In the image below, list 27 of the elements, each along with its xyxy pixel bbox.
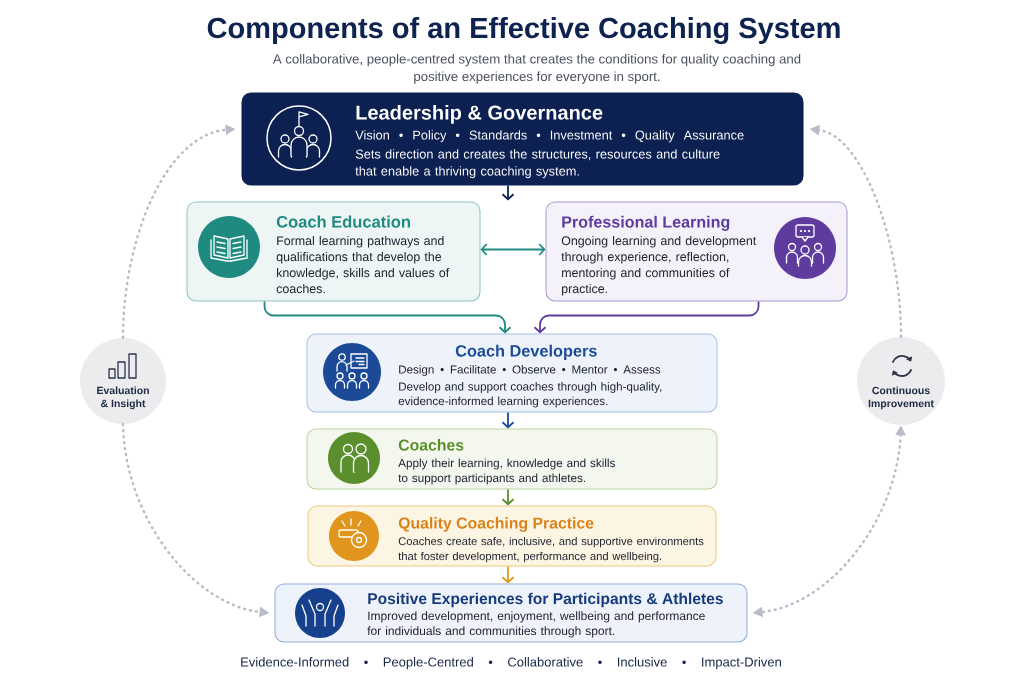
card-description: Sets direction and creates the structures, resources and culture that enable a thriving coaching system.: [355, 149, 720, 179]
card-description: Coaches create safe, inclusive, and supportive environments that foster development, performance and wellbeing.: [398, 536, 704, 563]
card-description: Improved development, enjoyment, wellbeing and performance for individuals and communities through sport.: [367, 611, 705, 638]
card-title: Leadership & Governance: [356, 105, 603, 124]
card-title: Quality Coaching Practice: [398, 517, 594, 532]
card-title: Professional Learning: [562, 215, 730, 231]
card-description: Formal learning pathways and qualifications that develop the knowledge, skills and values of coaches.: [276, 236, 450, 294]
keyword-list: Design • Facilitate • Observe • Mentor • Assess: [399, 365, 661, 376]
elbow-arrow: [263, 300, 512, 334]
card-title: Coaches: [398, 439, 464, 451]
arrow: [501, 565, 515, 584]
double-arrow: [480, 243, 546, 256]
arrow: [501, 411, 515, 429]
circle-label: Evaluation & Insight: [97, 386, 149, 410]
card-title: Coach Developers: [455, 344, 597, 360]
arrow: [501, 488, 515, 506]
card-description: Ongoing learning and development through experience, reflection, mentoring and communities of practice.: [561, 236, 757, 296]
arrow: [501, 184, 515, 201]
card-title: Positive Experiences for Participants & Athletes: [368, 592, 723, 608]
elbow-arrow: [533, 300, 760, 334]
card-description: Develop and support coaches through high-quality, evidence-informed learning experiences.: [398, 382, 662, 408]
keyword-list: Vision • Policy • Standards • Investment • Quality Assurance: [355, 130, 744, 143]
card-title: Coach Education: [276, 215, 410, 228]
circle-label: Continuous Improvement: [868, 386, 934, 410]
card-description: Apply their learning, knowledge and skills to support participants and athletes.: [398, 458, 615, 485]
keyword-list: Evidence-Informed • People-Centred • Collaborative • Inclusive • Impact-Driven: [241, 657, 781, 670]
title: Components of an Effective Coaching System: [207, 17, 840, 45]
